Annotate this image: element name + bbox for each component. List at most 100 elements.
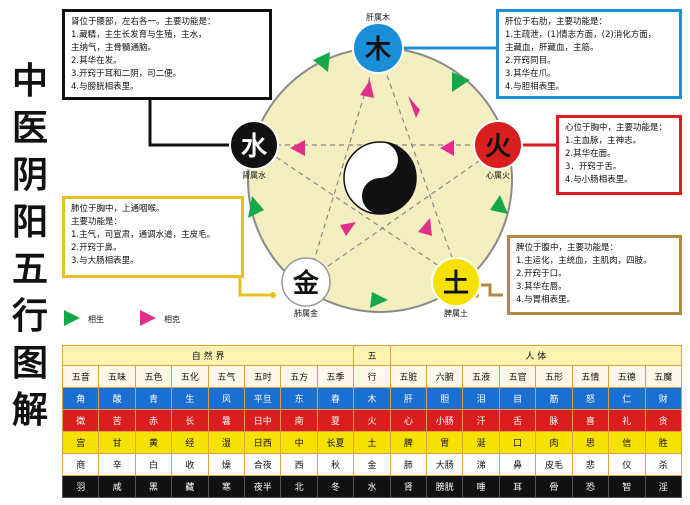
table-cell: 肺 (389, 453, 428, 476)
correspondence-table: 自 然 界 五 人 体 五音五味五色五化五气五时五方五季行五脏六腑五液五官五形五… (61, 345, 683, 498)
category-cell: 五时 (244, 365, 282, 388)
category-cell: 六腑 (426, 365, 464, 388)
restrain-arrow (340, 222, 356, 236)
table-row: 商辛白收燥合夜西秋金肺大肠涕鼻皮毛悲仪杀 (61, 453, 682, 476)
table-cell: 耳 (498, 475, 537, 498)
table-cell: 胆 (426, 387, 464, 410)
nature-header: 自 然 界 (61, 345, 355, 366)
title-char: 解 (11, 390, 48, 431)
table-cell: 合夜 (244, 453, 282, 476)
table-cell: 羽 (61, 475, 100, 498)
restrain-arrows (290, 80, 454, 236)
title-char: 阳 (11, 202, 48, 243)
restrain-arrow (408, 96, 420, 118)
category-cell: 五液 (462, 365, 500, 388)
restrain-legend-label: 相克 (164, 314, 180, 324)
table-cell: 秋 (316, 453, 355, 476)
category-cell: 五色 (134, 365, 173, 388)
kidney-line: 2.其华在发。 (71, 56, 122, 66)
generate-arrow (370, 292, 388, 308)
table-cell: 心 (389, 409, 428, 432)
category-cell: 五情 (571, 365, 610, 388)
liver-line: 主藏血，肝藏血，主筋。 (505, 43, 599, 53)
category-cell: 五音 (61, 365, 100, 388)
table-cell: 金 (353, 453, 391, 476)
table-cell: 仪 (608, 453, 646, 476)
table-cell: 甘 (98, 431, 136, 454)
table-cell: 咸 (98, 475, 136, 498)
category-cell: 五形 (535, 365, 573, 388)
table-cell: 日中 (244, 409, 282, 432)
table-cell: 中 (280, 431, 318, 454)
wood-node: 木 肝属木 (352, 12, 404, 74)
table-cell: 舌 (498, 409, 537, 432)
table-cell: 燥 (207, 453, 246, 476)
table-cell: 南 (280, 409, 318, 432)
table-row: 徵苦赤长暑日中南夏火心小肠汗舌脉喜礼贪 (61, 409, 682, 432)
kidney-line: 肾位于腰部，左右各一。主要功能是： (71, 17, 216, 27)
table-cell: 肉 (535, 431, 573, 454)
table-cell: 贪 (644, 409, 682, 432)
table-cell: 土 (353, 431, 391, 454)
table-cell: 长 (171, 409, 209, 432)
table-cell: 泪 (462, 387, 500, 410)
table-cell: 财 (644, 387, 682, 410)
water-char: 水 (241, 132, 268, 162)
category-cell: 五德 (608, 365, 646, 388)
table-cell: 胜 (644, 431, 682, 454)
table-header-row: 自 然 界 五 人 体 (61, 345, 683, 366)
spleen-line: 1.主运化，主统血，主肌肉，四肢。 (516, 256, 652, 266)
lung-line: 主要功能是： (71, 217, 123, 227)
kidney-line: 3.开窍于耳和二阴，司二便。 (71, 69, 182, 79)
vertical-title: 中 医 阴 阳 五 行 图 解 (6, 58, 54, 434)
table-cell: 春 (316, 387, 355, 410)
heart-line: 4.与小肠相表里。 (565, 175, 633, 185)
category-cell: 五化 (171, 365, 209, 388)
lung-line: 肺位于胸中，上通咽喉。 (71, 204, 165, 214)
heart-line: 1.主血脉，主神志。 (565, 136, 642, 146)
generate-arrow (313, 52, 330, 72)
table-cell: 脾 (389, 431, 428, 454)
table-cell: 皮毛 (535, 453, 573, 476)
lung-box: 肺位于胸中，上通咽喉。 主要功能是： 1.主气，司宣肃，通调水道，主皮毛。 2.… (62, 196, 244, 278)
table-cell: 恐 (571, 475, 610, 498)
legend: 相生 相克 (64, 310, 180, 326)
heart-line: 心位于胸中，主要功能是： (565, 123, 668, 133)
table-cell: 暑 (207, 409, 246, 432)
table-cell: 平旦 (244, 387, 282, 410)
heart-line: 2.其华在面。 (565, 149, 616, 159)
table-cell: 膀胱 (426, 475, 464, 498)
restrain-arrow (360, 80, 374, 98)
liver-line: 4.与胆相表里。 (505, 82, 565, 92)
table-cell: 肝 (389, 387, 428, 410)
restrain-arrow (290, 140, 305, 156)
table-cell: 角 (61, 387, 100, 410)
spleen-box: 脾位于腹中，主要功能是： 1.主运化，主统血，主肌肉，四肢。 2.开窍于口。 3… (507, 235, 682, 315)
spleen-line: 脾位于腹中，主要功能是： (516, 243, 619, 253)
table-cell: 涕 (462, 453, 500, 476)
metal-char: 金 (292, 268, 320, 299)
table-cell: 目 (498, 387, 537, 410)
table-cell: 徵 (61, 409, 100, 432)
table-cell: 口 (498, 431, 537, 454)
element-header: 五 (353, 345, 391, 366)
table-cell: 火 (353, 409, 391, 432)
water-caption: 肾属水 (242, 170, 266, 180)
table-cell: 大肠 (426, 453, 464, 476)
table-cell: 黄 (134, 431, 173, 454)
category-cell: 行 (353, 365, 391, 388)
five-elements-diagram: 木 肝属木 火 心属火 土 脾属土 金 肺属金 水 肾属水 相生 相克 (64, 12, 558, 326)
category-cell: 五方 (280, 365, 318, 388)
table-cell: 商 (61, 453, 100, 476)
title-char: 图 (11, 343, 48, 384)
connector-kidney (148, 92, 236, 147)
table-cell: 木 (353, 387, 391, 410)
table-cell: 智 (608, 475, 646, 498)
table-cell: 喜 (571, 409, 610, 432)
spleen-line: 3.其华在唇。 (516, 282, 567, 292)
generate-arrow (452, 72, 470, 92)
category-cell: 五魔 (644, 365, 682, 388)
title-char: 五 (11, 249, 48, 290)
metal-node: 金 肺属金 (281, 257, 331, 318)
title-char: 行 (11, 296, 48, 337)
